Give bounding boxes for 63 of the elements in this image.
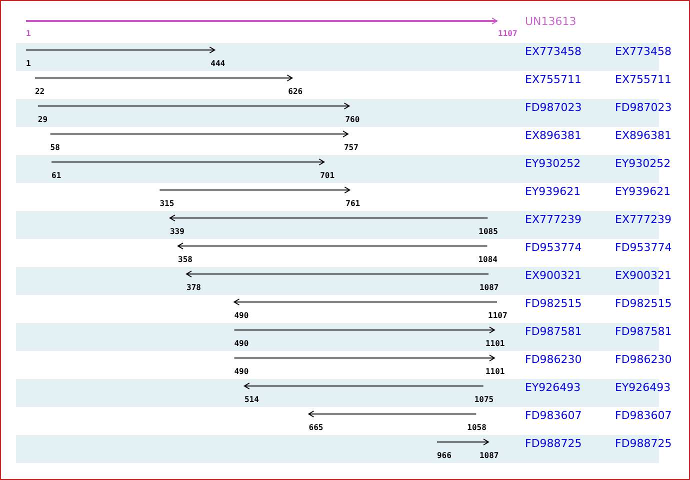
accession-link: FD953774: [525, 241, 582, 254]
position-number: 1101: [485, 367, 505, 377]
accession-link: EX773458: [525, 45, 582, 58]
position-number: 378: [186, 283, 201, 293]
position-number: 760: [345, 115, 360, 125]
position-number: 61: [52, 171, 62, 181]
accession-link: EX773458: [615, 45, 672, 58]
accession-link: EX777239: [525, 213, 582, 226]
position-number: 1: [26, 59, 31, 69]
accession-link: EX777239: [615, 213, 672, 226]
position-number: 1: [26, 29, 31, 39]
accession-link: EX896381: [615, 129, 672, 142]
accession-link: FD983607: [525, 409, 582, 422]
position-number: 22: [34, 87, 45, 97]
position-number: 1087: [479, 451, 499, 461]
position-number: 315: [160, 199, 174, 209]
position-number: 665: [308, 423, 324, 433]
accession-link: EY939621: [615, 185, 671, 198]
position-number: 1107: [498, 29, 518, 39]
position-number: 358: [178, 255, 192, 265]
accession-link: FD982515: [615, 297, 672, 310]
position-number: 1085: [478, 227, 498, 237]
accession-link: FD983607: [615, 409, 672, 422]
accession-link: EX896381: [525, 129, 582, 142]
accession-link: FD987581: [615, 325, 672, 338]
accession-link: FD988725: [615, 437, 672, 450]
position-number: 490: [234, 339, 249, 349]
accession-link: EX755711: [525, 73, 582, 86]
position-number: 444: [210, 59, 226, 69]
accession-link: EX900321: [525, 269, 582, 282]
position-number: 1084: [478, 255, 498, 265]
sequence-name: UN13613: [525, 15, 576, 28]
position-number: 1087: [479, 283, 499, 293]
position-number: 58: [50, 143, 60, 153]
accession-link: EY926493: [525, 381, 581, 394]
position-number: 490: [234, 367, 249, 377]
accession-link: FD987023: [615, 101, 672, 114]
accession-link: FD986230: [525, 353, 582, 366]
position-number: 1075: [474, 395, 494, 405]
position-number: 761: [346, 199, 360, 209]
accession-link: EY930252: [525, 157, 581, 170]
position-number: 701: [320, 171, 335, 181]
position-number: 1058: [467, 423, 486, 433]
position-number: 966: [436, 451, 452, 461]
position-number: 626: [288, 87, 303, 97]
accession-link: EY926493: [615, 381, 671, 394]
accession-link: EY939621: [525, 185, 581, 198]
position-number: 339: [170, 227, 184, 237]
accession-link: EX900321: [615, 269, 672, 282]
accession-link: EX755711: [615, 73, 672, 86]
accession-link: FD987023: [525, 101, 582, 114]
accession-link: FD982515: [525, 297, 582, 310]
accession-link: FD987581: [525, 325, 582, 338]
accession-link: FD986230: [615, 353, 672, 366]
position-number: 757: [344, 143, 358, 153]
position-number: 490: [234, 311, 249, 321]
position-number: 514: [244, 395, 259, 405]
accession-link: FD988725: [525, 437, 582, 450]
accession-link: EY930252: [615, 157, 671, 170]
position-number: 29: [38, 115, 48, 125]
position-number: 1101: [485, 339, 505, 349]
position-number: 1107: [488, 311, 508, 321]
accession-link: FD953774: [615, 241, 672, 254]
